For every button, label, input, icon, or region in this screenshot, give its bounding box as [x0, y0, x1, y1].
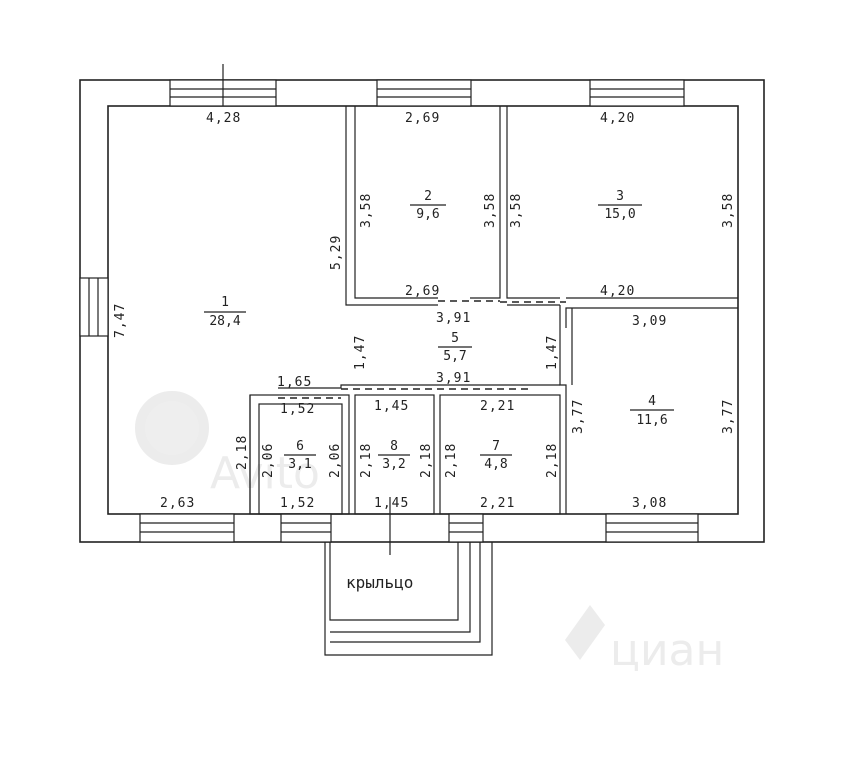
room-8-number: 8 [390, 439, 398, 454]
dim-room4-top: 3,09 [632, 314, 667, 329]
room-8-label: 8 3,2 [378, 439, 410, 472]
dim-room5-right: 1,47 [545, 335, 560, 370]
avito-watermark-text: Avito [210, 448, 320, 499]
room-3-label: 3 15,0 [598, 189, 642, 222]
dim-room4-right: 3,77 [721, 399, 736, 434]
window-bottom-room7 [448, 513, 484, 543]
window-left [79, 277, 109, 337]
windows [79, 79, 699, 543]
room-8-area: 3,2 [382, 457, 405, 472]
room-6-number: 6 [296, 439, 304, 454]
cian-watermark-text: циан [610, 625, 724, 676]
dim-room6-top: 1,52 [280, 402, 315, 417]
room-7-number: 7 [492, 439, 500, 454]
dim-room7-left: 2,18 [444, 443, 459, 478]
room-4-label: 4 11,6 [630, 394, 674, 428]
dim-room5-bottom: 3,91 [436, 371, 471, 386]
dim-room3-bottom: 4,20 [600, 284, 635, 299]
dim-room4-left: 3,77 [571, 399, 586, 434]
room-3-area: 15,0 [604, 207, 635, 222]
dim-room1-left: 7,47 [113, 303, 128, 338]
dim-room8-right: 2,18 [419, 443, 434, 478]
room-5-number: 5 [451, 331, 459, 346]
dim-room8-top: 1,45 [374, 399, 409, 414]
cian-logo-icon [565, 605, 605, 660]
dim-room6-bottom: 1,52 [280, 496, 315, 511]
room-2-area: 9,6 [416, 207, 439, 222]
window-bottom-room1 [139, 513, 235, 543]
porch: крыльцо [324, 497, 493, 656]
dim-room5-left: 1,47 [353, 335, 368, 370]
dim-room7-top: 2,21 [480, 399, 515, 414]
dim-room8-left: 2,18 [359, 443, 374, 478]
avito-watermark: Avito [135, 391, 320, 499]
room-2-number: 2 [424, 189, 432, 204]
dim-room1-right-lower: 2,18 [235, 435, 250, 470]
dim-room6-right: 2,06 [328, 443, 343, 478]
dim-room1-notch: 1,65 [277, 375, 312, 390]
room-3-number: 3 [616, 189, 624, 204]
dim-room3-right: 3,58 [721, 193, 736, 228]
interior-walls [249, 106, 738, 515]
window-bottom-room4 [605, 513, 699, 543]
dim-room3-left: 3,58 [509, 193, 524, 228]
window-room3 [589, 79, 685, 107]
dim-room7-bottom: 2,21 [480, 496, 515, 511]
dim-room5-top: 3,91 [436, 311, 471, 326]
dim-room6-left: 2,06 [261, 443, 276, 478]
room-4-number: 4 [648, 394, 656, 409]
dim-room2-right: 3,58 [483, 193, 498, 228]
room-1-area: 28,4 [209, 314, 240, 329]
room-1-number: 1 [221, 295, 229, 310]
porch-label: крыльцо [346, 573, 413, 592]
cian-watermark: циан [565, 605, 724, 676]
room-5-label: 5 5,7 [438, 331, 472, 364]
room-7-label: 7 4,8 [480, 439, 512, 472]
dim-room1-right: 5,29 [329, 235, 344, 270]
room-4-area: 11,6 [636, 413, 667, 428]
room-6-area: 3,1 [288, 457, 311, 472]
room-labels: 1 28,4 2 9,6 3 15,0 4 11,6 5 5,7 6 3,1 [204, 189, 674, 472]
room-1-label: 1 28,4 [204, 295, 246, 329]
dim-room2-top: 2,69 [405, 111, 440, 126]
window-bottom-room6 [280, 513, 332, 543]
dimension-labels: 4,28 7,47 5,29 2,63 2,18 1,65 2,69 2,69 … [113, 111, 736, 511]
room-6-label: 6 3,1 [284, 439, 316, 472]
dim-room4-bottom: 3,08 [632, 496, 667, 511]
room-2-label: 2 9,6 [410, 189, 446, 222]
room-7-area: 4,8 [484, 457, 507, 472]
dim-room2-left: 3,58 [359, 193, 374, 228]
dim-room1-top: 4,28 [206, 111, 241, 126]
dim-room2-bottom: 2,69 [405, 284, 440, 299]
dim-room8-bottom: 1,45 [374, 496, 409, 511]
dim-room3-top: 4,20 [600, 111, 635, 126]
dim-room1-bottom: 2,63 [160, 496, 195, 511]
window-room2 [376, 79, 472, 107]
room-5-area: 5,7 [443, 349, 466, 364]
dim-room7-right: 2,18 [545, 443, 560, 478]
